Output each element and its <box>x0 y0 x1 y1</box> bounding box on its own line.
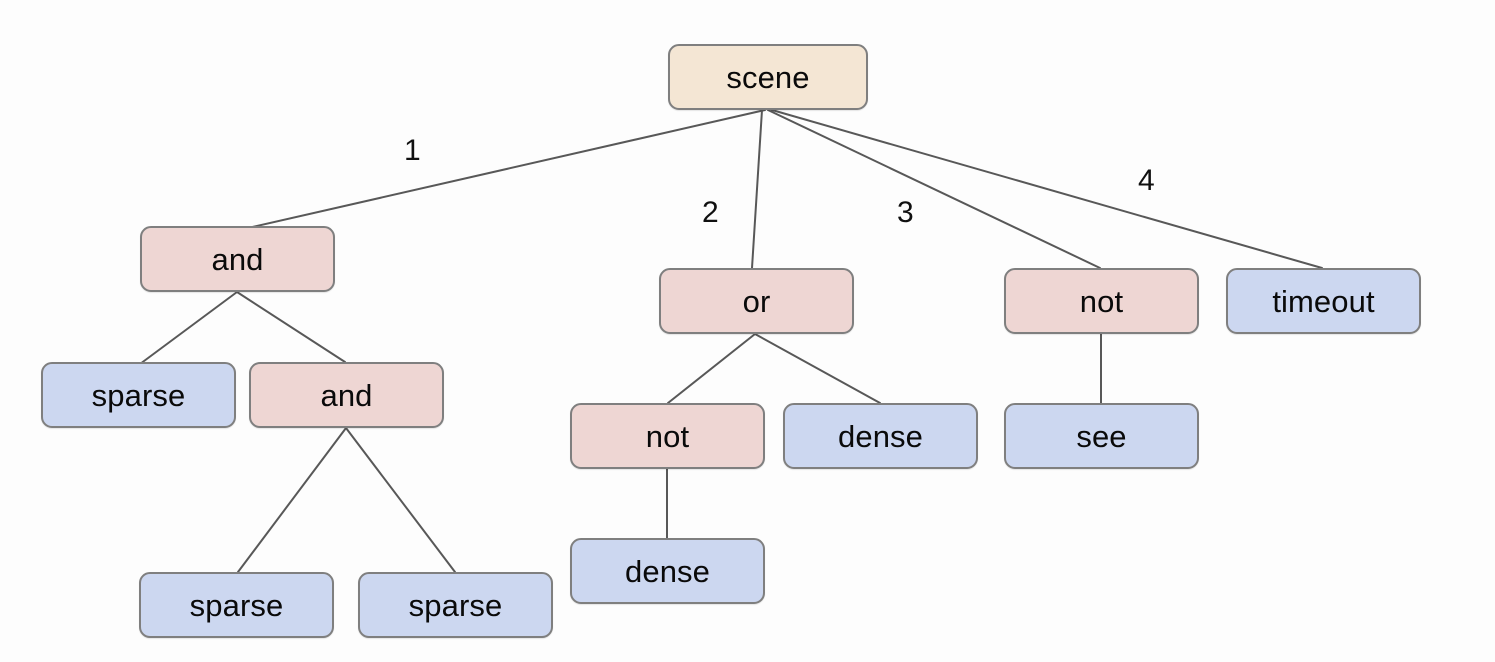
tree-node-timeout1[interactable]: timeout <box>1226 268 1421 334</box>
tree-node-label: sparse <box>91 377 186 413</box>
tree-node-label: not <box>1079 283 1124 319</box>
edge-label-2: 2 <box>702 196 719 229</box>
tree-node-and1[interactable]: and <box>140 226 335 292</box>
tree-node-label: scene <box>726 59 810 95</box>
tree-node-not1[interactable]: not <box>570 403 765 469</box>
tree-edge-scene-to-not2 <box>767 109 1101 269</box>
tree-edge-and1-to-sparse1 <box>139 291 238 365</box>
tree-node-label: not <box>645 418 690 454</box>
tree-node-dense1[interactable]: dense <box>783 403 978 469</box>
tree-node-not2[interactable]: not <box>1004 268 1199 334</box>
tree-node-label: timeout <box>1272 283 1375 319</box>
tree-edge-and2-to-sparse2 <box>237 427 347 573</box>
tree-node-label: dense <box>838 418 923 454</box>
tree-edge-scene-to-or1 <box>751 109 763 269</box>
tree-node-or1[interactable]: or <box>659 268 854 334</box>
tree-edge-scene-to-timeout1 <box>771 109 1323 269</box>
tree-node-label: see <box>1076 418 1127 454</box>
tree-node-label: and <box>211 241 264 277</box>
tree-edge-and1-to-and2 <box>236 291 346 363</box>
tree-node-sparse1[interactable]: sparse <box>41 362 236 428</box>
edge-label-4: 4 <box>1138 164 1155 197</box>
tree-edge-scene-to-and1 <box>247 109 766 229</box>
edge-label-3: 3 <box>897 196 914 229</box>
tree-node-see1[interactable]: see <box>1004 403 1199 469</box>
tree-node-label: sparse <box>189 587 284 623</box>
tree-node-label: sparse <box>408 587 503 623</box>
tree-node-and2[interactable]: and <box>249 362 444 428</box>
tree-node-label: dense <box>625 553 710 589</box>
tree-edge-or1-to-not1 <box>667 333 756 404</box>
tree-node-label: or <box>742 283 771 319</box>
tree-edge-or1-to-dense1 <box>754 333 881 404</box>
tree-node-scene[interactable]: scene <box>668 44 868 110</box>
tree-node-sparse2[interactable]: sparse <box>139 572 334 638</box>
tree-edge-and2-to-sparse3 <box>345 427 456 573</box>
tree-node-label: and <box>320 377 373 413</box>
tree-node-dense2[interactable]: dense <box>570 538 765 604</box>
tree-node-sparse3[interactable]: sparse <box>358 572 553 638</box>
edge-label-1: 1 <box>404 134 421 167</box>
